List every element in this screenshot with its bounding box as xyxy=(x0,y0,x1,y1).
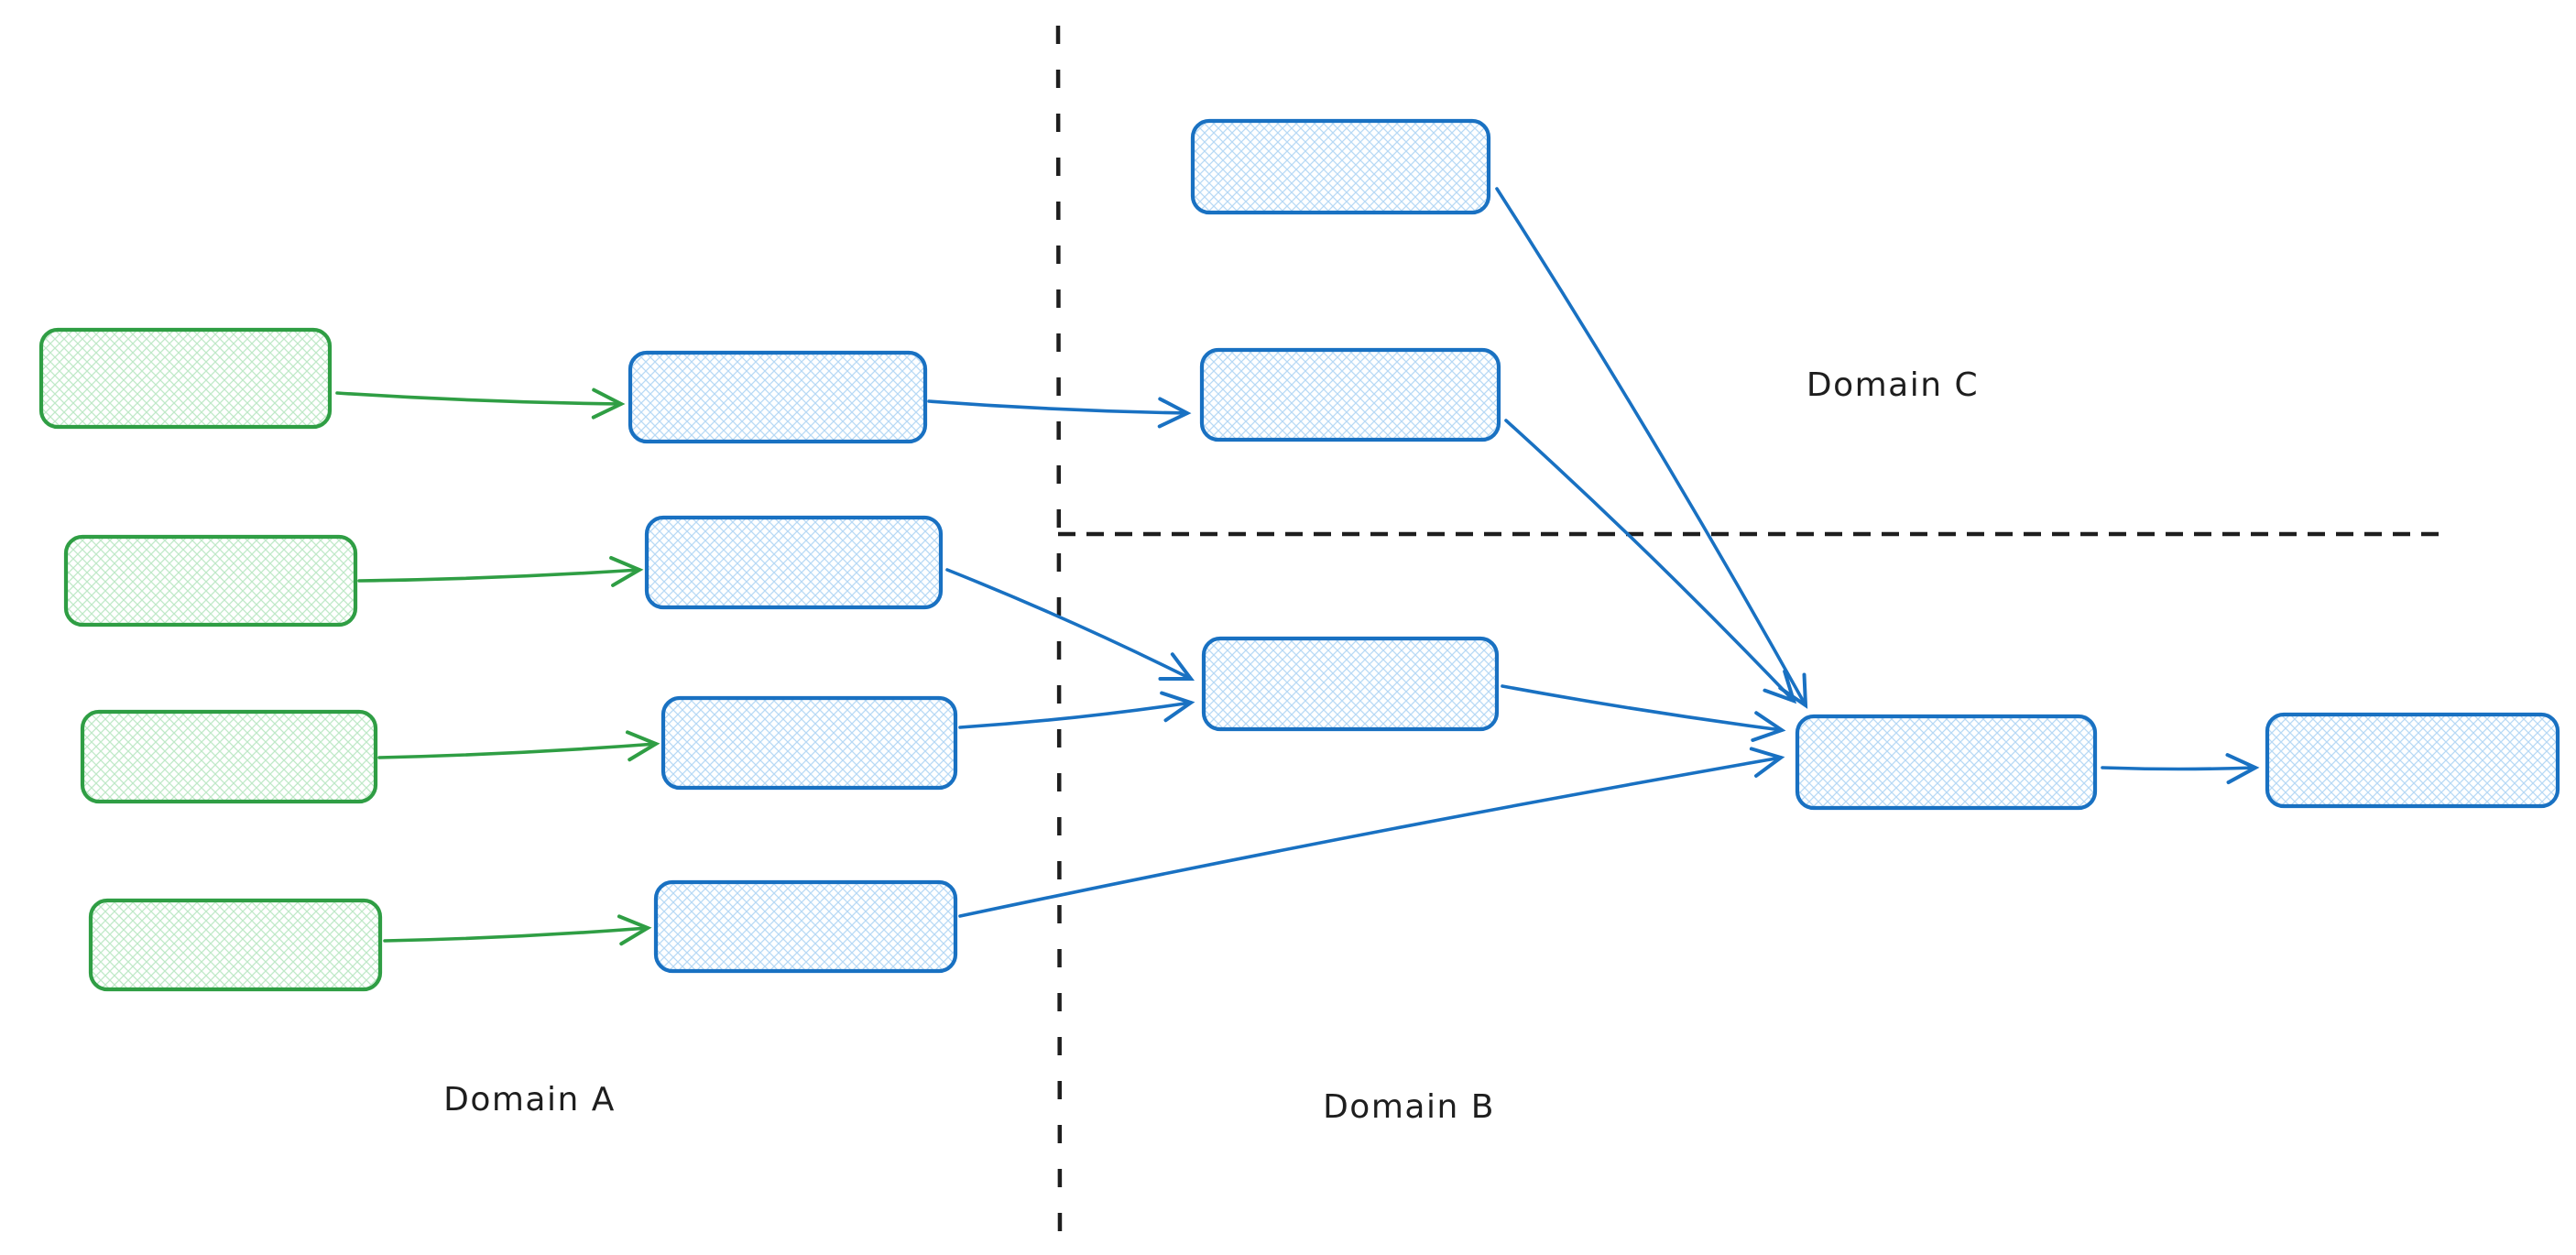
domain-b-output[interactable] xyxy=(2265,712,2560,809)
domain-c-label: Domain C xyxy=(1806,366,1979,404)
domain-a-process-2[interactable] xyxy=(644,515,944,610)
domain-dividers-layer xyxy=(1055,25,2446,1236)
arrow-process1-to-cbox2 xyxy=(927,397,1192,429)
domain-c-box-2[interactable] xyxy=(1199,347,1501,442)
domain-b-box-1[interactable] xyxy=(1201,636,1500,732)
arrows-layer xyxy=(335,187,2260,946)
arrow-cbox2-to-hub xyxy=(1504,419,1797,704)
arrow-bbox1-to-hub xyxy=(1501,684,1786,742)
nodes-layer xyxy=(38,118,2560,992)
divider-vertical-a-bc xyxy=(1055,25,1063,1236)
arrow-source2-to-process2 xyxy=(357,555,644,587)
arrow-process4-to-hub xyxy=(958,747,1785,918)
arrow-source1-to-process1 xyxy=(335,387,626,420)
arrow-process2-to-bbox1 xyxy=(945,568,1195,682)
domain-a-source-3[interactable] xyxy=(80,709,378,804)
domain-b-label: Domain B xyxy=(1323,1088,1495,1126)
domain-a-process-1[interactable] xyxy=(628,350,928,444)
arrow-cbox1-to-hub xyxy=(1495,187,1808,709)
domain-a-source-4[interactable] xyxy=(88,898,383,992)
domain-a-source-2[interactable] xyxy=(63,534,358,628)
domain-a-source-1[interactable] xyxy=(38,327,333,430)
domain-a-process-4[interactable] xyxy=(653,879,958,974)
arrow-hub-to-output xyxy=(2101,753,2260,785)
domain-c-box-1[interactable] xyxy=(1190,118,1491,215)
domain-a-process-3[interactable] xyxy=(660,695,958,791)
arrow-source3-to-process3 xyxy=(377,730,660,762)
domain-b-hub[interactable] xyxy=(1795,714,2098,811)
domain-a-label: Domain A xyxy=(443,1081,616,1119)
arrow-process3-to-bbox1 xyxy=(958,691,1195,729)
arrow-source4-to-process4 xyxy=(383,914,652,946)
